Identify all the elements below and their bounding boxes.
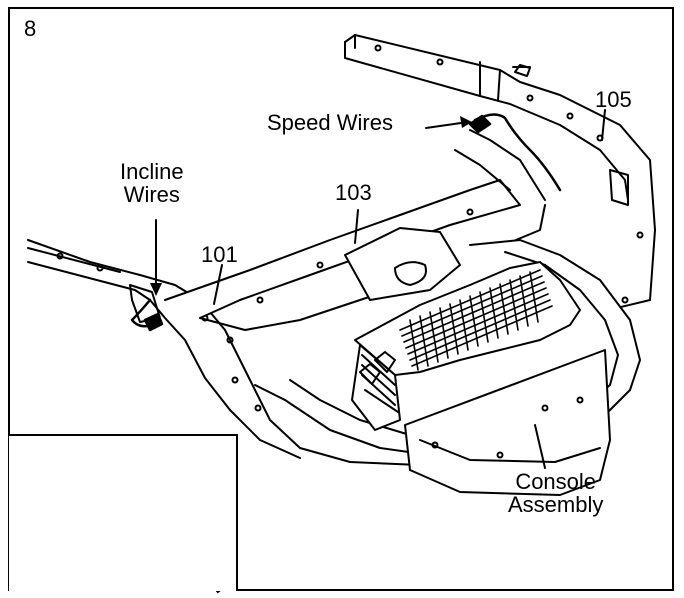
speed-wires (468, 113, 562, 192)
label-incline-wires: Incline Wires (120, 160, 184, 206)
arrowheads (150, 116, 472, 296)
right-upright-105 (344, 34, 656, 313)
label-console-line1: Console (515, 469, 597, 494)
label-part-101: 101 (201, 242, 238, 267)
label-part-105: 105 (595, 87, 632, 112)
label-incline-line1: Incline (120, 159, 184, 184)
label-part-103: 103 (335, 180, 372, 205)
step-number: 8 (24, 16, 37, 41)
label-speed-wires: Speed Wires (267, 110, 393, 135)
console-hood (344, 227, 461, 301)
incline-wires (130, 298, 164, 332)
label-console-assembly: Console Assembly (508, 470, 603, 516)
crossbar-103 (164, 129, 546, 331)
connector-inset-box (9, 434, 238, 591)
leader-lines (155, 109, 606, 469)
console-tray (254, 239, 641, 496)
heat-sink-fins (399, 269, 553, 371)
label-console-line2: Assembly (508, 492, 604, 518)
label-incline-line2: Wires (123, 182, 180, 208)
